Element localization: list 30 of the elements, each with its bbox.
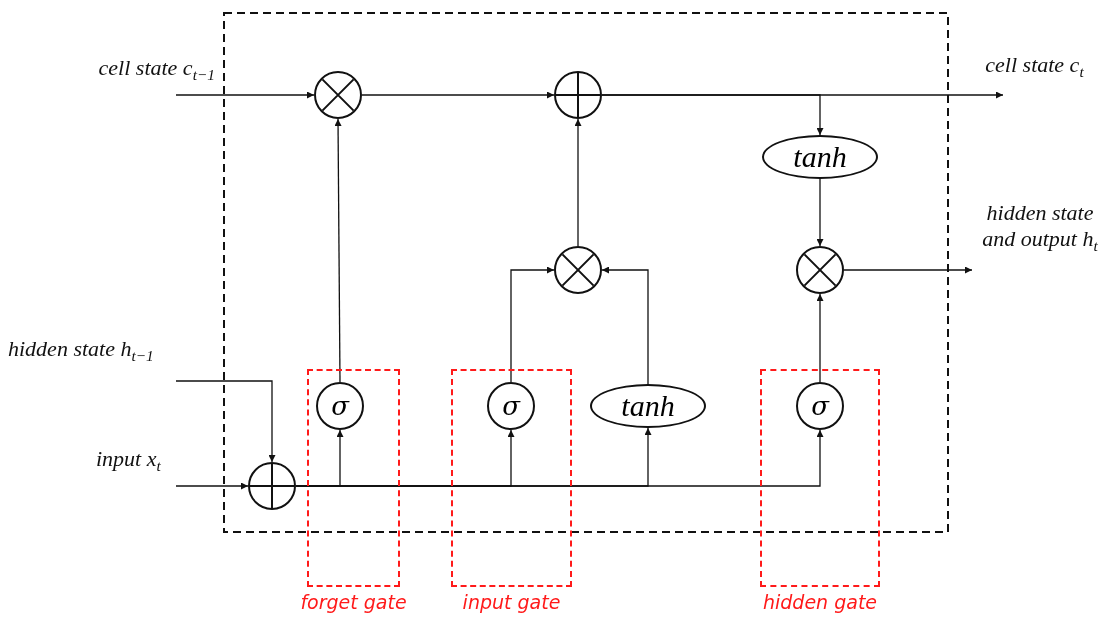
- signal-label: input x$_{t}$: [96, 446, 196, 486]
- arrow: [816, 293, 824, 383]
- signal-label: cell state c$_{t−1}$: [50, 55, 215, 95]
- sigmoid-node: σ: [316, 382, 364, 430]
- signal-label: hidden state and output h$_{t}$: [972, 200, 1108, 284]
- arrow: [601, 94, 824, 136]
- signal-label: hidden state h$_{t−1}$: [8, 336, 218, 381]
- arrow: [175, 91, 315, 99]
- add-operator: [554, 71, 602, 119]
- gate-label: input gate: [462, 591, 561, 613]
- arrow: [843, 266, 973, 274]
- arrow: [574, 118, 582, 247]
- tanh-node: tanh: [590, 384, 706, 428]
- multiply-operator: [796, 246, 844, 294]
- arrow: [334, 118, 342, 383]
- tanh-node: tanh: [762, 135, 878, 179]
- sigmoid-node: σ: [487, 382, 535, 430]
- multiply-operator: [554, 246, 602, 294]
- arrow: [175, 482, 249, 490]
- gate-label: hidden gate: [762, 591, 878, 613]
- multiply-operator: [314, 71, 362, 119]
- add-operator: [248, 462, 296, 510]
- arrow: [510, 266, 555, 383]
- arrow: [601, 266, 649, 385]
- signal-label: cell state c$_{t}$: [972, 52, 1097, 95]
- arrow: [816, 178, 824, 247]
- arrow: [175, 380, 276, 463]
- sigmoid-node: σ: [796, 382, 844, 430]
- gate-label: forget gate: [300, 591, 407, 613]
- arrow: [361, 91, 555, 99]
